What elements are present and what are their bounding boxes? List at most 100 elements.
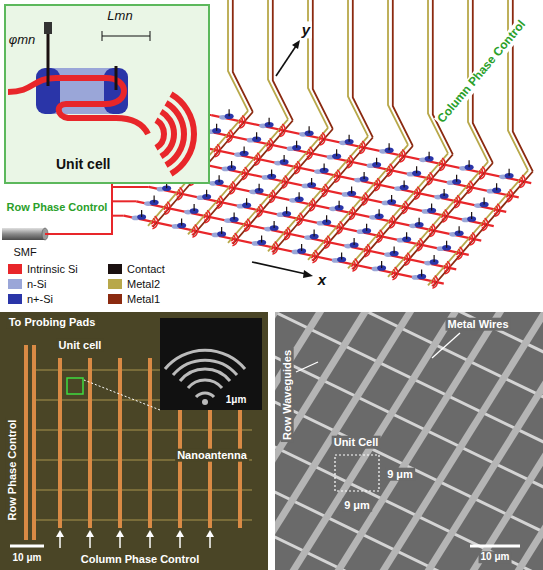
antenna-arc (455, 195, 460, 207)
antenna-arc (165, 202, 170, 214)
antenna-arc (416, 243, 417, 247)
antenna-arc (204, 214, 205, 218)
antenna-arc (266, 143, 267, 147)
antenna-arc (430, 224, 435, 236)
antenna-arc (347, 157, 350, 165)
contact (194, 204, 195, 211)
antenna-arc (311, 254, 312, 258)
antenna-arc (279, 126, 282, 134)
row-waveguide (186, 144, 506, 212)
contact (456, 175, 457, 182)
legend-text: Metal2 (127, 277, 160, 291)
antenna-arc (324, 240, 325, 244)
probe-head (44, 22, 52, 34)
antenna-arc (295, 161, 300, 173)
antenna-arc (240, 116, 245, 128)
contact (366, 224, 367, 231)
contact (391, 195, 392, 202)
row-feed (112, 200, 136, 202)
antenna-arc (245, 219, 250, 231)
antenna-arc (232, 233, 237, 245)
label-text: Row Phase Control (5, 201, 110, 214)
antenna-arc (319, 137, 320, 141)
antenna-arc (494, 206, 497, 214)
antenna-arc (282, 176, 287, 188)
label-text: φmn (7, 33, 38, 48)
legend-swatch (108, 294, 122, 304)
antenna-arc (467, 181, 472, 193)
row-feed (112, 215, 124, 217)
antenna-arc (427, 172, 432, 184)
contact (341, 252, 342, 259)
antenna-arc (191, 229, 192, 233)
antenna-arc (386, 168, 387, 172)
label-text: To Probing Pads (7, 316, 98, 329)
antenna-arc (392, 267, 397, 279)
antenna-arc (457, 247, 462, 259)
contact (394, 247, 395, 254)
antenna-arc (227, 132, 230, 140)
antenna-arc (519, 179, 520, 183)
antenna-arc (254, 157, 255, 161)
n-si-region (36, 68, 128, 114)
antenna-arc (404, 255, 407, 263)
antenna-arc (267, 138, 272, 150)
antenna-arc (257, 206, 260, 214)
contact (376, 158, 377, 165)
antenna-arc (400, 150, 405, 162)
antenna-arc (352, 259, 357, 271)
antenna-arc (351, 263, 352, 267)
antenna-arc (466, 185, 467, 189)
antenna-arc (404, 257, 405, 261)
antenna-arc (374, 182, 375, 186)
label-text: Column Phase Control (434, 16, 530, 127)
antenna-arc (307, 147, 312, 159)
antenna-arc (335, 170, 340, 182)
antenna-arc (269, 192, 272, 200)
legend-text: Contact (127, 262, 165, 276)
legend-text: Intrinsic Si (27, 262, 78, 276)
contact (349, 135, 350, 142)
optical-micrograph (0, 312, 268, 570)
antenna-arc (426, 177, 427, 181)
antenna-arc (439, 160, 442, 168)
antenna-arc (241, 171, 242, 175)
legend-swatch (108, 279, 122, 289)
legend-text: n-Si (27, 277, 47, 291)
label-text: 9 μm (385, 468, 415, 481)
contact (336, 149, 337, 156)
contact (181, 218, 182, 225)
contact (244, 147, 245, 154)
antenna-arc (215, 144, 220, 156)
legend-swatch (8, 294, 22, 304)
contact (274, 221, 275, 228)
metal1-line (233, 129, 333, 244)
contact (154, 196, 155, 203)
label-text: y (300, 21, 312, 38)
antenna-arc (239, 118, 242, 126)
antenna-arc (359, 145, 360, 149)
antenna-arc (324, 238, 327, 246)
antenna-arc (242, 169, 245, 177)
contact (269, 118, 270, 125)
antenna-arc (387, 164, 392, 176)
antenna-arc (520, 175, 525, 187)
antenna-arc (482, 220, 485, 228)
antenna-arc (494, 208, 495, 212)
contact (389, 143, 390, 150)
control-wire (393, 0, 413, 146)
control-wire (433, 0, 453, 154)
sem-image (275, 312, 543, 570)
row-waveguide (211, 115, 531, 183)
contact (416, 166, 417, 173)
antenna-arc (271, 246, 272, 250)
antenna-arc (256, 209, 257, 213)
metal1-line (393, 163, 493, 278)
antenna-arc (306, 151, 307, 155)
antenna-arc (360, 141, 365, 153)
contact (379, 209, 380, 216)
contact (509, 169, 510, 176)
dimension-line (102, 36, 150, 37)
antenna-arc (482, 218, 487, 230)
antenna-arc (320, 133, 325, 145)
